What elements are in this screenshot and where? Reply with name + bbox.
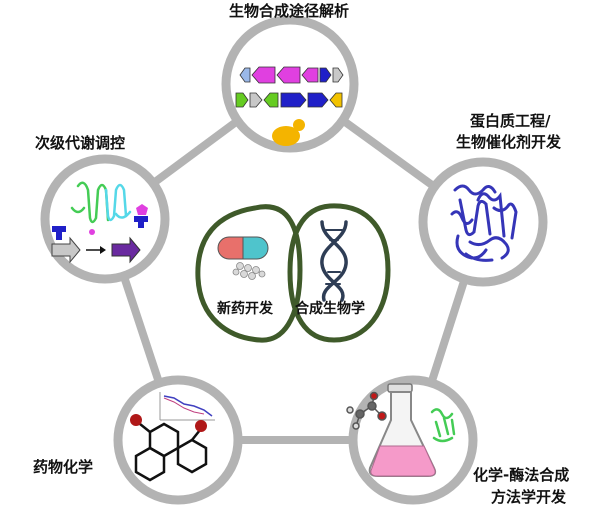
- node-upper-right-circle: [418, 157, 548, 287]
- atom-red-2: [195, 420, 207, 432]
- center-right-label: 合成生物学: [295, 301, 365, 317]
- gene-cluster-icon: [235, 66, 344, 146]
- mini-chart: [159, 392, 215, 421]
- small-protein: [430, 408, 456, 443]
- node-top-circle: [221, 15, 359, 153]
- hexagon-molecule: [134, 422, 208, 482]
- node-upper-right-label-line2: 生物催化剂开发: [456, 133, 562, 151]
- node-lower-right-label-line2: 方法学开发: [491, 488, 567, 506]
- ball-stick-molecule: [346, 391, 387, 430]
- dna-icon: [320, 220, 348, 302]
- center-left-label: 新药开发: [217, 301, 273, 317]
- flask-icon: [346, 383, 456, 477]
- node-lower-right-label-line1: 化学-酶法合成: [473, 466, 570, 484]
- molecule-chart-icon: [130, 392, 215, 482]
- node-upper-right-label-line1: 蛋白质工程/: [470, 112, 551, 130]
- center-left-outline: [195, 204, 303, 343]
- protein-structure-icon: [450, 184, 518, 262]
- atom-red-1: [130, 414, 142, 426]
- node-circles: [40, 15, 548, 505]
- center-venn: [195, 203, 391, 343]
- node-top-label: 生物合成途径解析: [229, 2, 350, 20]
- center-right-outline: [287, 203, 391, 343]
- node-lower-left-label: 药物化学: [33, 458, 94, 476]
- metabolic-regulation-icon: [51, 181, 148, 264]
- node-upper-left-label: 次级代谢调控: [35, 134, 126, 152]
- capsule-icon: [217, 236, 269, 280]
